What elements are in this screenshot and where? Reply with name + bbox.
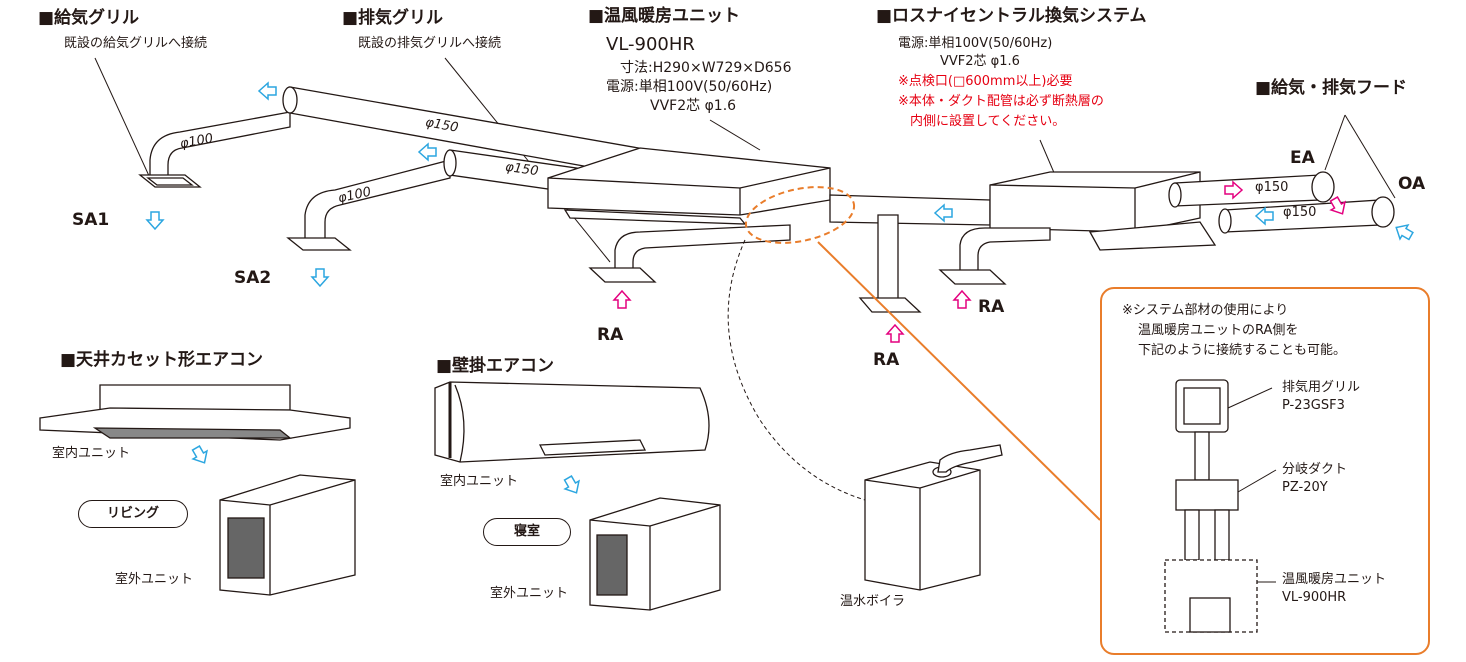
room-badge-bedroom: 寝室 — [483, 518, 571, 546]
lossnay-cable: VVF2芯 φ1.6 — [940, 54, 1020, 69]
wall-indoor-unit — [434, 381, 710, 463]
main-duct-150 — [282, 86, 651, 179]
highlight-ellipse — [744, 186, 856, 244]
inset-grille-model: P-23GSF3 — [1282, 398, 1345, 413]
alternate-connection-inset — [1100, 287, 1430, 655]
dia-150-ea: φ150 — [1255, 180, 1289, 195]
leader-lines — [94, 57, 1396, 583]
boiler-body — [864, 444, 1003, 591]
cassette-indoor-label: 室内ユニット — [52, 446, 131, 461]
lossnay-note-3: 内側に設置してください。 — [910, 114, 1066, 129]
inset-note-2: 温風暖房ユニットのRA側を — [1138, 323, 1299, 338]
heater-unit-body — [547, 147, 831, 225]
inset-unit-model: VL-900HR — [1282, 590, 1347, 605]
heater-unit-power: 電源:単相100V(50/60Hz) — [606, 79, 773, 95]
lossnay-note-1: ※点検口(□600mm以上)必要 — [898, 74, 1073, 89]
inset-grille-name: 排気用グリル — [1282, 380, 1361, 395]
cassette-outdoor-unit — [219, 474, 356, 596]
cassette-indoor-unit — [39, 384, 351, 441]
inset-note-3: 下記のように接続することも可能。 — [1138, 343, 1347, 358]
oa-label: OA — [1398, 174, 1426, 194]
lossnay-power: 電源:単相100V(50/60Hz) — [898, 36, 1053, 51]
lossnay-title: ■ロスナイセントラル換気システム — [876, 6, 1147, 26]
wall-aircon-title: ■壁掛エアコン — [436, 356, 555, 376]
heater-unit-cable: VVF2芯 φ1.6 — [650, 98, 737, 114]
inset-unit-name: 温風暖房ユニット — [1282, 572, 1387, 587]
dia-150-oa: φ150 — [1283, 205, 1317, 220]
ra-label-heater: RA — [597, 325, 624, 345]
ra-duct-heater — [588, 224, 791, 283]
room-badge-living: リビング — [78, 500, 188, 528]
ra-label-lossnay: RA — [978, 297, 1005, 317]
inset-branch-name: 分岐ダクト — [1282, 462, 1348, 477]
exhaust-grille-title: ■排気グリル — [342, 8, 444, 28]
ra-label-center: RA — [873, 350, 900, 370]
boiler-label: 温水ボイラ — [840, 594, 906, 609]
supply-grille-note: 既設の給気グリルへ接続 — [64, 36, 208, 51]
inset-note-1: ※システム部材の使用により — [1122, 303, 1289, 318]
boiler-pipe — [727, 239, 866, 501]
wall-outdoor-label: 室外ユニット — [490, 586, 569, 601]
hood-title: ■給気・排気フード — [1255, 78, 1408, 98]
cassette-title: ■天井カセット形エアコン — [60, 350, 264, 370]
inset-branch-model: PZ-20Y — [1282, 480, 1328, 495]
heater-unit-size: 寸法:H290×W729×D656 — [620, 60, 792, 76]
cassette-outdoor-label: 室外ユニット — [115, 572, 194, 587]
inset-drawing — [1164, 379, 1258, 633]
wall-indoor-label: 室内ユニット — [440, 474, 519, 489]
highlight-connector — [817, 241, 1101, 521]
lossnay-note-2: ※本体・ダクト配管は必ず断熱層の — [898, 94, 1104, 109]
sa1-duct — [138, 86, 297, 188]
sa1-label: SA1 — [72, 210, 110, 230]
ea-label: EA — [1290, 148, 1315, 168]
exhaust-grille-note: 既設の排気グリルへ接続 — [358, 36, 502, 51]
supply-grille-title: ■給気グリル — [38, 8, 140, 28]
heater-unit-model: VL-900HR — [606, 34, 695, 55]
wall-outdoor-unit — [589, 497, 721, 611]
heater-unit-title: ■温風暖房ユニット — [588, 6, 741, 26]
lossnay-unit-body — [938, 171, 1217, 285]
sa2-label: SA2 — [234, 268, 272, 288]
